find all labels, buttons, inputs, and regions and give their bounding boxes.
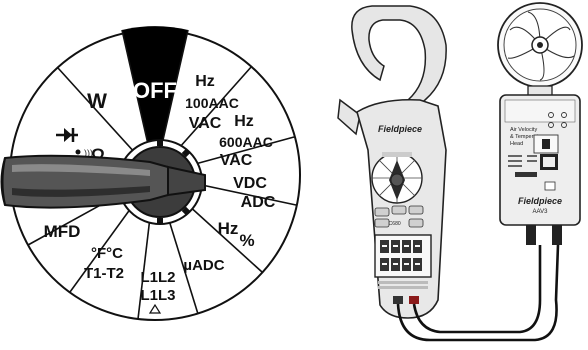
dial-label-hz-100a-1: Hz [195, 73, 215, 90]
dial-label-hz-600a-3: VAC [220, 152, 253, 169]
dial-label-vdc: VDC [233, 175, 267, 192]
clamp-meter-brand: Fieldpiece [378, 124, 422, 134]
dial-label-l1l2: L1L2 [140, 269, 175, 286]
anemometer: Air Velocity & Temperature Head Fieldpie… [498, 3, 582, 245]
dial-label-hz-pct-1: Hz [218, 219, 239, 238]
dial-label-temp-1: °F°C [91, 245, 123, 262]
dial-label-adc: ADC [241, 194, 276, 211]
rotary-dial[interactable]: OFF W Hz 100AAC VAC Hz 600AAC VAC VDC AD… [2, 26, 301, 320]
dial-label-mfd: MFD [44, 222, 81, 241]
anemometer-model: AAV3 [533, 209, 549, 215]
anemometer-label-3: Head [510, 141, 523, 147]
dial-label-uadc: µADC [183, 257, 224, 274]
dial-label-temp-2: T1-T2 [84, 265, 124, 282]
anemometer-label-1: Air Velocity [510, 127, 537, 133]
dial-label-off: OFF [133, 78, 177, 103]
dial-label-hz-100a-3: VAC [189, 115, 222, 132]
dial-label-hz-600a-1: Hz [234, 113, 254, 130]
dial-label-hz-600a-2: 600AAC [219, 134, 273, 150]
dial-label-hz-100a-2: 100AAC [185, 95, 239, 111]
dial-label-hz-pct-2: % [239, 231, 254, 250]
clamp-jaw [352, 6, 446, 106]
anemometer-brand: Fieldpiece [518, 196, 562, 206]
dial-label-l1l3: L1L3 [140, 287, 175, 304]
dial-label-w: W [87, 90, 107, 113]
clamp-meter: Fieldpiece SC680 [338, 6, 446, 318]
